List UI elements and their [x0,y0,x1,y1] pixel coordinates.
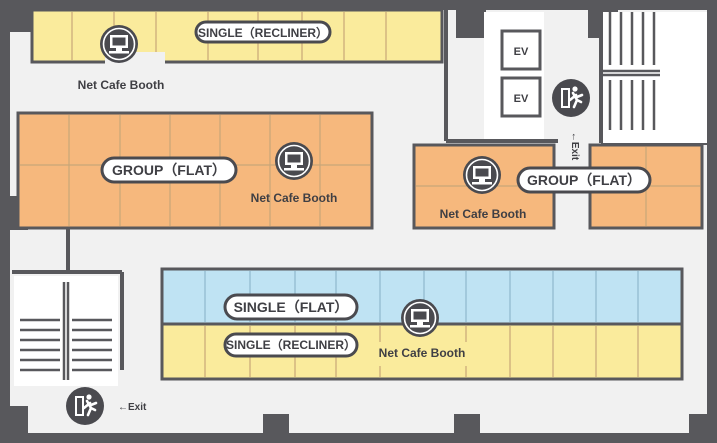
zone-left-group-flat[interactable]: GROUP（FLAT） Net Cafe Booth [16,111,374,230]
zone-top-single-recliner[interactable]: SINGLE（RECLINER） Net Cafe Booth [30,8,444,92]
zone-label-pill [100,156,238,184]
zone-label-pill [223,332,359,358]
computer-monitor-icon [274,141,314,181]
zone-bottom-single-flat[interactable]: SINGLE（FLAT） [160,267,684,326]
elevator-1: EV [500,29,542,71]
booth-label: Net Cafe Booth [78,78,165,92]
zone-label-pill [223,293,359,321]
zone-label-pill [194,20,332,44]
elevator-2-label: EV [514,93,529,105]
staircase-top-right [603,12,707,143]
computer-monitor-icon [99,24,139,64]
exit-label-bottom-left: ←Exit [118,402,147,413]
computer-monitor-icon [400,298,440,338]
zone-type-label: SINGLE（FLAT） [234,299,349,315]
zone-type-label: SINGLE（RECLINER） [198,25,328,40]
emergency-exit-icon [64,385,106,427]
zone-type-label: SINGLE（RECLINER） [226,337,356,352]
elevator-2: EV [500,76,542,118]
emergency-exit-icon [550,77,592,119]
zone-bottom-single-recliner[interactable]: SINGLE（RECLINER） Net Cafe Booth [160,298,684,381]
exit-bottom-left: ←Exit [64,385,147,427]
staircase-bottom-left [14,276,118,386]
zone-right-group-flat[interactable]: GROUP（FLAT） Net Cafe Booth [412,143,704,230]
zone-type-label: GROUP（FLAT） [527,172,641,188]
zone-type-label: GROUP（FLAT） [112,162,226,178]
computer-monitor-icon [462,155,502,195]
exit-label-right: ←Exit [569,132,580,161]
booth-label: Net Cafe Booth [379,346,466,360]
booth-label: Net Cafe Booth [440,207,527,221]
zone-label-pill [516,166,652,194]
booth-label: Net Cafe Booth [251,191,338,205]
elevator-1-label: EV [514,46,529,58]
exit-right: ←Exit [550,77,592,161]
